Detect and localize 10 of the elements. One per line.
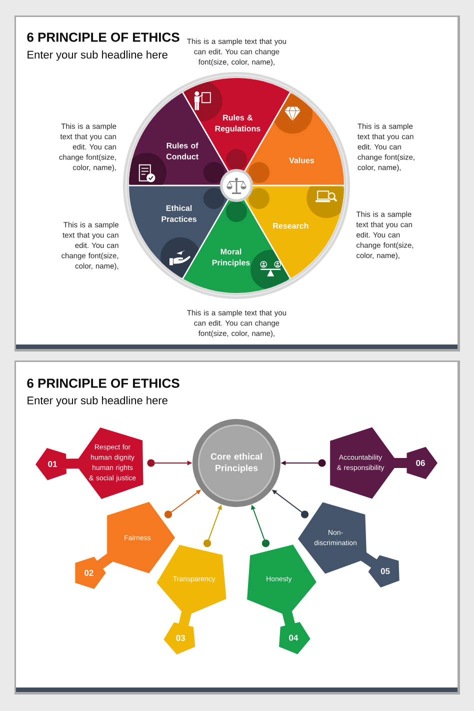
title: 6 PRINCIPLE OF ETHICS: [27, 32, 180, 42]
subtitle: Enter your sub headline here: [28, 50, 168, 61]
step-number: 02: [84, 570, 94, 576]
step-number: 05: [380, 568, 390, 574]
step-number: 03: [176, 634, 186, 641]
step-number: 06: [416, 460, 425, 466]
subtitle: Enter your sub headline here: [28, 396, 168, 406]
step-number: 04: [289, 634, 298, 641]
title: 6 PRINCIPLE OF ETHICS: [27, 378, 180, 388]
step-number: 01: [48, 461, 57, 468]
